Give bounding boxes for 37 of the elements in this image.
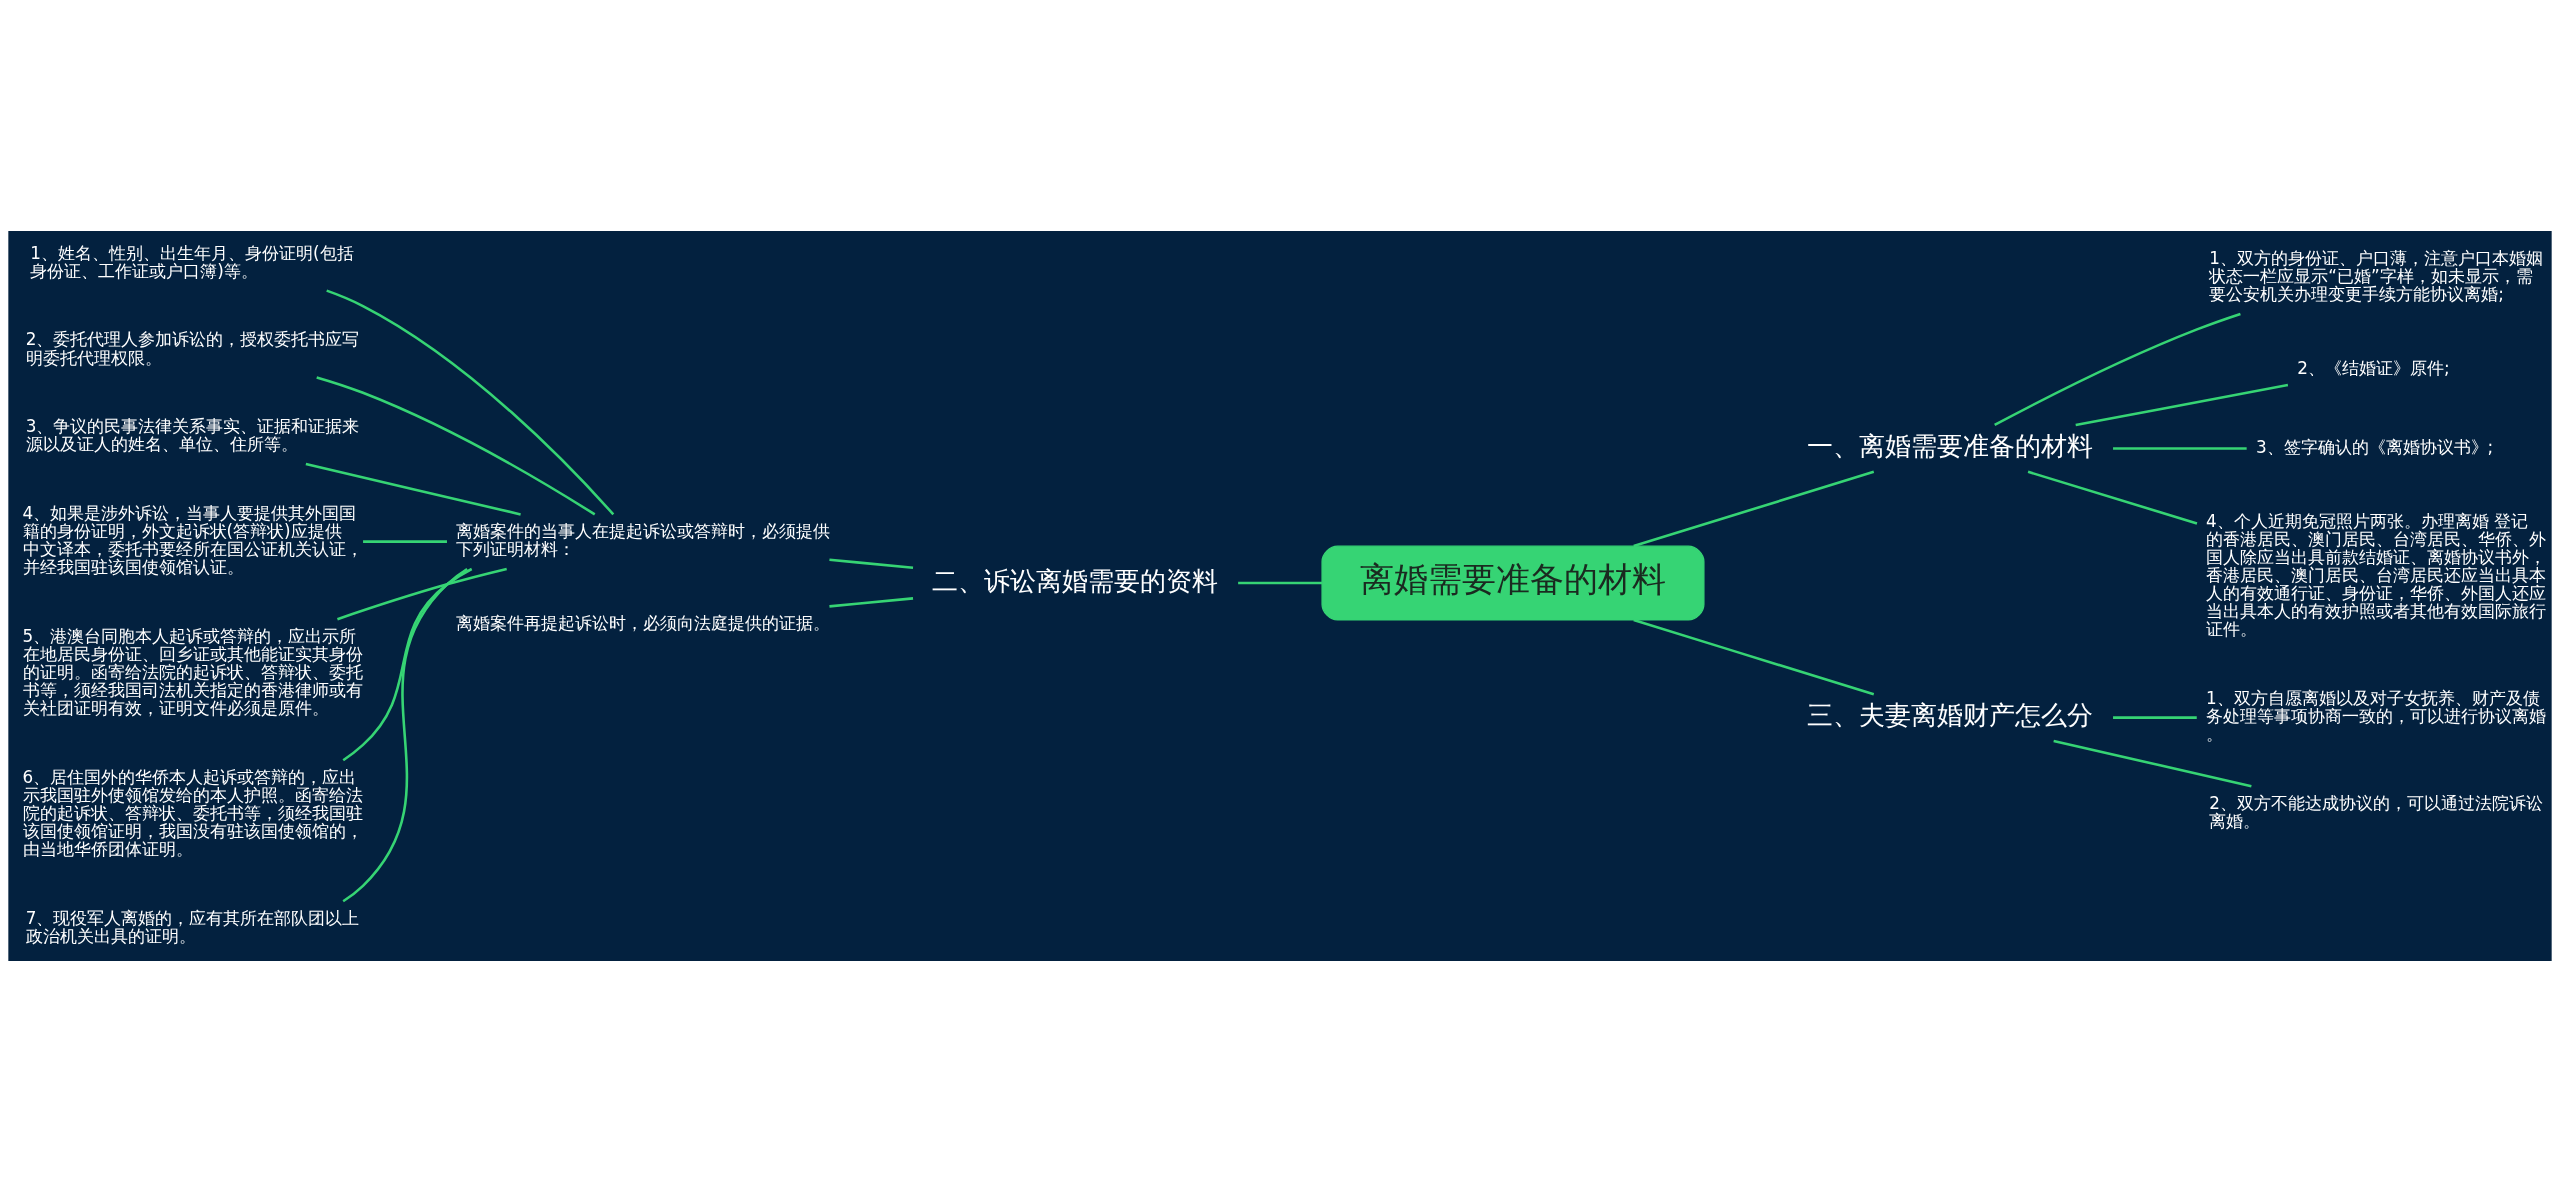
node-text: 3、签字确认的《离婚协议书》;: [2255, 436, 2494, 457]
node-text: 2、双方不能达成协议的，可以通过法院诉讼离婚。: [2209, 792, 2544, 831]
node-text: 三、夫妻离婚财产怎么分: [1807, 699, 2094, 730]
connector: [2053, 739, 2252, 787]
node-text: 离婚案件再提起诉讼时，必须向法庭提供的证据。: [456, 612, 831, 633]
connector: [1633, 618, 1875, 696]
connector: [316, 375, 596, 515]
connector: [1633, 470, 1875, 547]
node-text: 二、诉讼离婚需要的资料: [932, 565, 1219, 596]
node-text: 3、争议的民事法律关系事实、证据和证据来源以及证人的姓名、单位、住所等。: [25, 415, 360, 454]
connector: [326, 288, 615, 515]
connector: [1238, 581, 1322, 584]
node-text: 一、离婚需要准备的材料: [1807, 430, 2094, 461]
node-text: 1、姓名、性别、出生年月、身份证明(包括身份证、工作证或户口簿)等。: [30, 242, 354, 281]
node-text: 6、居住国外的华侨本人起诉或答辩的，应出示我国驻外使领馆发给的本人护照。函寄给法院的起诉状、答辩状、委托书等，须经我国驻该国使领馆证明，我国没有驻该国使领馆的，由当地华侨团体证明。: [22, 766, 363, 859]
node-text: 2、委托代理人参加诉讼的，授权委托书应写明委托代理权限。: [25, 328, 360, 368]
connector: [337, 567, 507, 620]
node-text: 1、双方的身份证、户口薄，注意户口本婚姻状态一栏应显示“已婚”字样，如未显示，需要公安机关办理变更手续方能协议离婚;: [2209, 247, 2544, 304]
connector: [363, 539, 447, 543]
connector: [342, 567, 473, 761]
connector: [829, 596, 914, 608]
connector: [2027, 470, 2198, 525]
connector: [305, 462, 521, 516]
node-text: 4、如果是涉外诉讼，当事人要提供其外国国籍的身份证明，外文起诉状(答辩状)应提供中文译本，委托书要经所在国公证机关认证，并经我国驻该国使领馆认证。: [22, 502, 363, 577]
connector: [2113, 715, 2197, 719]
connector: [829, 557, 914, 569]
node-box: 离婚需要准备的材料: [1321, 545, 1705, 621]
connector: [1994, 312, 2241, 426]
node-text: 1、双方自愿离婚以及对子女抚养、财产及债务处理等事项协商一致的，可以进行协议离婚。: [2206, 687, 2547, 744]
connector: [2075, 383, 2289, 426]
node-text: 2、《结婚证》原件;: [2297, 357, 2450, 378]
node-text: 5、港澳台同胞本人起诉或答辩的，应出示所在地居民身份证、回乡证或其他能证实其身份的证明。函寄给法院的起诉状、答辩状、委托书等，须经我国司法机关指定的香港律师或有关社团证明有效，证明文件必须是原件。: [22, 625, 363, 718]
node-text: 7、现役军人离婚的，应有其所在部队团以上政治机关出具的证明。: [25, 907, 360, 946]
connector: [2113, 446, 2247, 450]
connector: [342, 567, 468, 902]
node-text: 离婚案件的当事人在提起诉讼或答辩时，必须提供下列证明材料：: [456, 520, 831, 559]
node-text: 4、个人近期免冠照片两张。办理离婚 登记的香港居民、澳门居民、台湾居民、华侨、外国人除应当出具前款结婚证、离婚协议书外，香港居民、澳门居民、台湾居民还应当出具本人的有效通行证、身份证，华侨、外国人还应当出具本人的有效护照或者其他有效国际旅行证件。: [2206, 510, 2547, 639]
